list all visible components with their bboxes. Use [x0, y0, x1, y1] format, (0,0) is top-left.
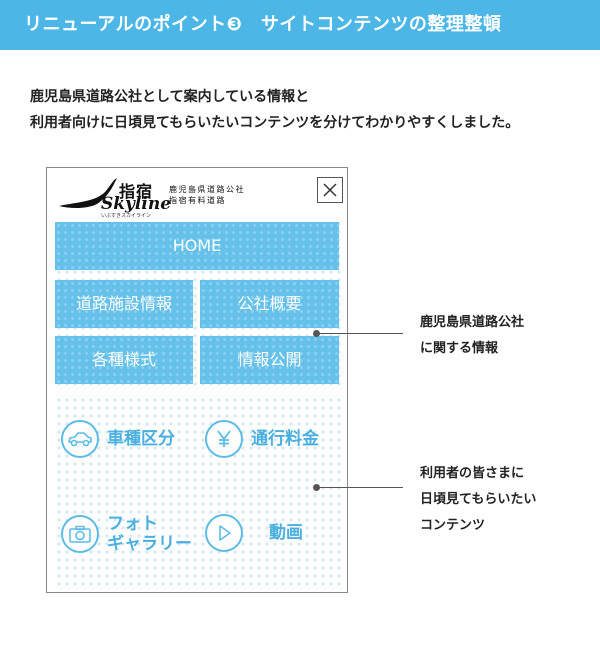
- callout-corp: 鹿児島県道路公社 に関する情報: [420, 310, 524, 362]
- callout-users: 利用者の皆さまに 日頃見てもらいたい コンテンツ: [420, 461, 536, 539]
- logo-org: 鹿児島県道路公社 指宿有料道路: [169, 184, 245, 206]
- forms-button[interactable]: 各種様式: [55, 336, 193, 384]
- callout-line-corp: [317, 333, 403, 334]
- play-icon: [205, 514, 243, 552]
- toll-link[interactable]: 通行料金: [205, 420, 319, 458]
- intro-line-1: 鹿児島県道路公社として案内している情報と: [30, 89, 310, 105]
- links-background: [55, 396, 341, 586]
- logo-tagline: いぶすきスカイライン: [101, 213, 152, 219]
- callout-corp-line-2: に関する情報: [420, 341, 499, 356]
- logo-kanji: 指宿: [119, 182, 154, 201]
- logo-org-line-2: 指宿有料道路: [169, 196, 226, 205]
- road-facility-label: 道路施設情報: [75, 294, 172, 313]
- callout-dot-users: [313, 484, 320, 491]
- callout-corp-line-1: 鹿児島県道路公社: [420, 315, 525, 330]
- yen-icon: [205, 420, 243, 458]
- forms-label: 各種様式: [91, 350, 156, 369]
- corp-overview-button[interactable]: 公社概要: [200, 280, 339, 328]
- photo-gallery-line-1: フォト: [107, 514, 158, 534]
- toll-label: 通行料金: [251, 429, 319, 449]
- photo-gallery-line-2: ギャラリー: [107, 534, 192, 554]
- photo-gallery-label: フォト ギャラリー: [107, 514, 192, 554]
- logo-org-line-1: 鹿児島県道路公社: [169, 185, 245, 194]
- swoosh-icon: [59, 178, 117, 209]
- corp-overview-label: 公社概要: [237, 294, 302, 313]
- logo-script: Skyline: [101, 194, 172, 214]
- video-label: 動画: [269, 523, 303, 543]
- intro-line-2: 利用者向けに日頃見てもらいたいコンテンツを分けてわかりやすくしました。: [30, 115, 520, 131]
- vehicle-class-label: 車種区分: [107, 429, 175, 449]
- close-icon: [323, 183, 337, 197]
- callout-users-line-3: コンテンツ: [420, 518, 486, 533]
- site-logo[interactable]: 指宿 Skyline いぶすきスカイライン 鹿児島県道路公社 指宿有料道路: [57, 176, 247, 219]
- intro-text: 鹿児島県道路公社として案内している情報と 利用者向けに日頃見てもらいたいコンテン…: [30, 84, 590, 136]
- camera-icon: [61, 515, 99, 553]
- car-icon: [61, 420, 99, 458]
- callout-users-line-2: 日頃見てもらいたい: [420, 492, 537, 507]
- home-button[interactable]: HOME: [55, 222, 339, 270]
- callout-users-line-1: 利用者の皆さまに: [420, 466, 525, 481]
- close-button[interactable]: [317, 177, 343, 203]
- phone-mockup: 指宿 Skyline いぶすきスカイライン 鹿児島県道路公社 指宿有料道路 HO…: [46, 167, 348, 593]
- vehicle-class-link[interactable]: 車種区分: [61, 420, 175, 458]
- home-label: HOME: [172, 236, 222, 255]
- disclosure-button[interactable]: 情報公開: [200, 336, 339, 384]
- callout-line-users: [317, 487, 403, 488]
- disclosure-label: 情報公開: [237, 350, 302, 369]
- banner: リニューアルのポイント❸ サイトコンテンツの整理整頓: [0, 0, 600, 50]
- callout-dot-corp: [313, 330, 320, 337]
- photo-gallery-link[interactable]: フォト ギャラリー: [61, 514, 192, 554]
- banner-title: リニューアルのポイント❸ サイトコンテンツの整理整頓: [24, 14, 502, 35]
- video-link[interactable]: 動画: [205, 514, 303, 552]
- road-facility-button[interactable]: 道路施設情報: [55, 280, 193, 328]
